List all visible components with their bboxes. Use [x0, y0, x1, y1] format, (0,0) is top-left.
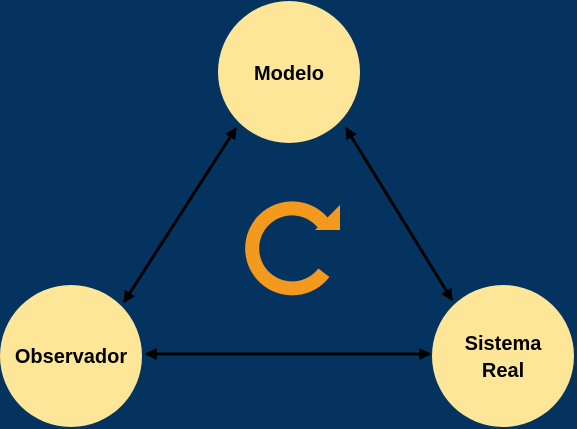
node-sistema-real: Sistema Real: [432, 285, 574, 427]
node-modelo: Modelo: [218, 1, 360, 143]
cycle-arrowhead: [315, 205, 340, 230]
node-sistema-real-label-line1: Sistema: [465, 333, 543, 355]
node-modelo-circle: [218, 1, 360, 143]
node-observador: Observador: [0, 285, 142, 427]
node-observador-label: Observador: [15, 346, 127, 368]
cycle-arrow-icon: [245, 201, 340, 296]
arrow-modelo-observador: [122, 126, 238, 304]
node-observador-circle: [0, 285, 142, 427]
node-modelo-label: Modelo: [254, 63, 324, 85]
node-sistema-real-label-line2: Real: [482, 360, 524, 382]
cycle-arc: [245, 201, 330, 296]
arrow-modelo-sistema-real: [344, 126, 454, 302]
node-sistema-real-circle: [432, 285, 574, 427]
